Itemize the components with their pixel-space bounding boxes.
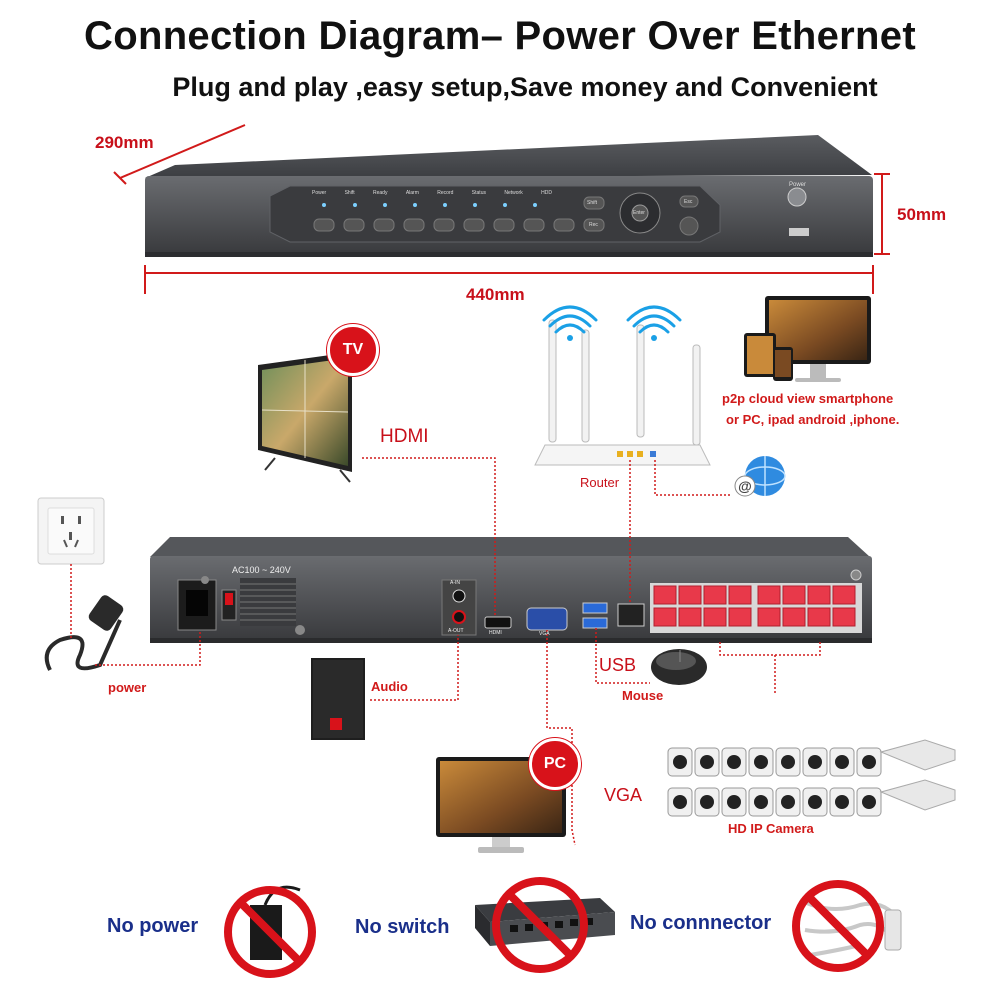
wall-socket <box>37 497 105 565</box>
indicator-power: Power <box>312 190 327 196</box>
router-device <box>534 305 711 466</box>
p2p-line-2: or PC, ipad android ,iphone. <box>726 412 900 427</box>
internet-globe-icon: @ <box>734 456 786 497</box>
front-indicator-labels: Power Shift Ready Alarm Record Status Ne… <box>312 190 552 200</box>
shift-button: Shift <box>587 200 598 206</box>
no-power-label: No power <box>107 915 199 937</box>
svg-text:@: @ <box>738 478 752 494</box>
hdmi-label: HDMI <box>380 426 429 447</box>
page-subtitle: Plug and play ,easy setup,Save money and… <box>172 72 878 102</box>
depth-dimension-label: 290mm <box>95 133 154 152</box>
no-switch <box>475 877 615 973</box>
connection-lines <box>70 457 821 846</box>
pc-badge: PC <box>529 738 581 790</box>
camera-label: HD IP Camera <box>728 821 814 836</box>
nvr-front-view <box>145 135 873 257</box>
indicator-network: Network <box>504 190 523 196</box>
tv-device <box>258 352 352 483</box>
speaker-device <box>311 658 365 740</box>
power-cable <box>44 595 124 671</box>
power-button-label: Power <box>789 182 807 188</box>
vga-label: VGA <box>604 785 643 805</box>
audio-label: Audio <box>371 679 408 694</box>
usb-label: USB <box>599 655 637 675</box>
nvr-rear-view <box>150 537 872 643</box>
indicator-alarm: Alarm <box>405 190 419 196</box>
indicator-shift: Shift <box>344 190 355 196</box>
indicator-hdd: HDD <box>541 190 552 196</box>
width-dimension-label: 440mm <box>466 285 525 304</box>
audio-out-label: A-OUT <box>448 628 464 634</box>
mouse-device <box>651 649 707 685</box>
dimension-lines <box>113 124 890 294</box>
mouse-label: Mouse <box>622 688 664 703</box>
vga-port-label: VGA <box>539 631 550 637</box>
no-connector-label: No connnector <box>630 912 772 934</box>
rec-button: Rec <box>589 222 598 228</box>
no-switch-label: No switch <box>355 916 450 938</box>
power-label: power <box>108 680 147 695</box>
p2p-line-1: p2p cloud view smartphone <box>722 391 894 406</box>
hdmi-port-label: HDMI <box>489 630 502 636</box>
psu-voltage-label: AC100 ~ 240V <box>232 565 291 575</box>
indicator-record: Record <box>437 190 454 196</box>
camera-array <box>667 739 956 817</box>
enter-button: Enter <box>633 210 645 216</box>
indicator-ready: Ready <box>372 190 388 196</box>
indicator-status: Status <box>471 190 486 196</box>
audio-in-label: A-IN <box>450 580 460 586</box>
router-label: Router <box>580 475 620 490</box>
p2p-devices <box>744 296 871 382</box>
tv-badge: TV <box>327 324 379 376</box>
page-title: Connection Diagram– Power Over Ethernet <box>84 14 916 58</box>
no-connector <box>792 880 902 972</box>
height-dimension-label: 50mm <box>897 205 947 224</box>
no-power-adapter <box>224 885 316 978</box>
esc-button: Esc <box>684 199 693 205</box>
